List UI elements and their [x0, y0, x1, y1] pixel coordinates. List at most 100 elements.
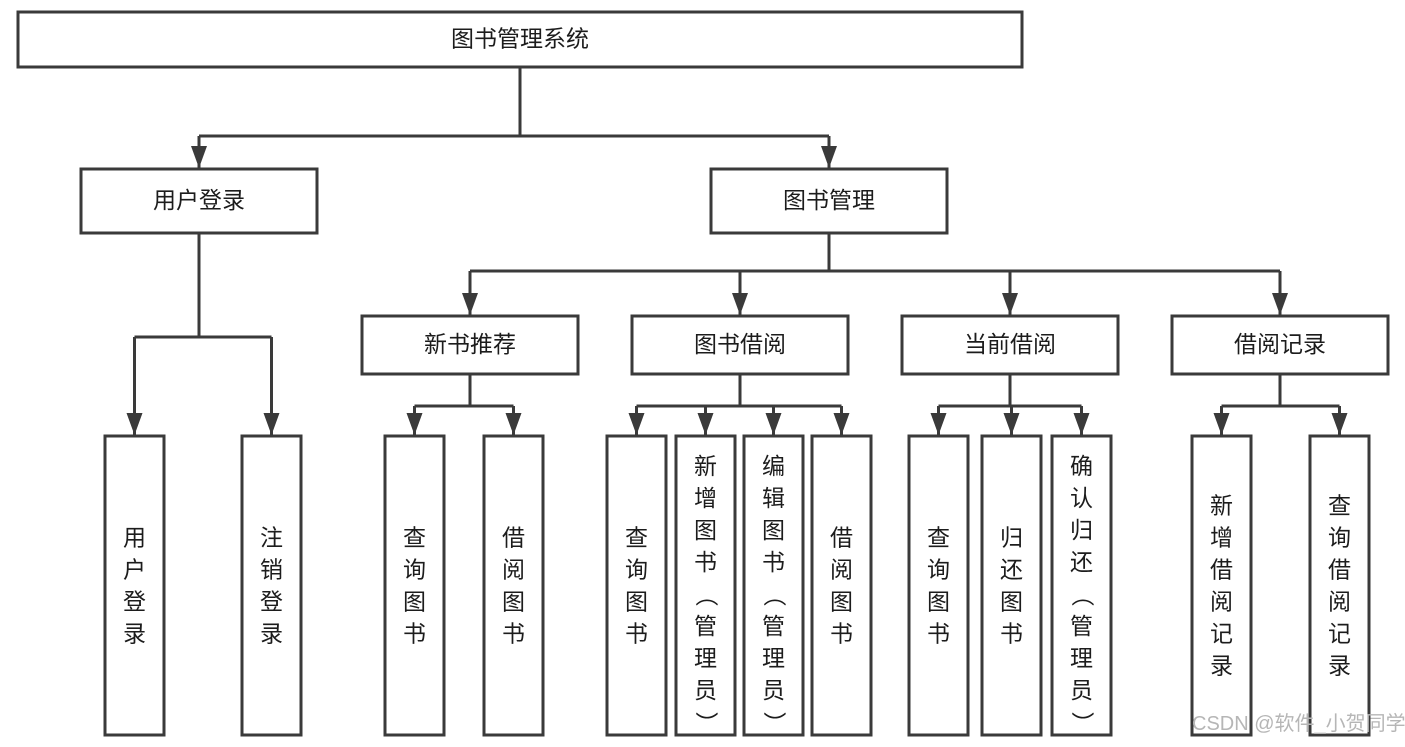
- node-label-char: 理: [694, 645, 717, 671]
- node-box-leaf-query-book-2: [605, 434, 668, 737]
- node-label-char: 记: [1328, 621, 1351, 647]
- node-label-char: 理: [1070, 645, 1093, 671]
- node-label-char: 阅: [830, 557, 853, 583]
- node-label-char: 注: [260, 525, 283, 551]
- csdn-watermark: CSDN @软件_小贺同学: [1192, 712, 1405, 735]
- node-box-leaf-return-book: [980, 434, 1043, 737]
- node-label-char: 书: [1000, 621, 1023, 647]
- arrow-head-icon: [697, 413, 714, 435]
- arrow-head-icon: [126, 413, 143, 435]
- node-label-root: 图书管理系统: [451, 26, 589, 52]
- node-current-borrow[interactable]: 当前借阅: [900, 314, 1120, 376]
- node-box-leaf-confirm-return-admin: [1050, 434, 1113, 737]
- node-label-borrow-record: 借阅记录: [1234, 331, 1326, 357]
- node-label-user-login: 用户登录: [153, 187, 245, 213]
- node-box-leaf-add-book-admin: [674, 434, 737, 737]
- node-box-book-borrow: [630, 314, 850, 376]
- node-label-char: 查: [625, 525, 648, 551]
- node-label-char: ）: [1070, 712, 1096, 735]
- node-label-char: 确: [1070, 453, 1093, 479]
- node-label-char: 记: [1210, 621, 1233, 647]
- node-box-leaf-borrow-book-1: [482, 434, 545, 737]
- node-label-char: 图: [762, 517, 785, 543]
- node-label-char: 录: [1210, 653, 1233, 679]
- node-box-user-login: [79, 167, 319, 235]
- node-label-char: 借: [1210, 557, 1233, 583]
- node-label-char: 用: [123, 525, 146, 551]
- node-box-current-borrow: [900, 314, 1120, 376]
- node-new-book-recommend[interactable]: 新书推荐: [360, 314, 580, 376]
- node-leaf-user-login[interactable]: 用户登录: [103, 434, 166, 737]
- node-label-char: 登: [123, 589, 146, 615]
- node-label-char: 户: [123, 557, 146, 583]
- node-box-leaf-add-borrow-record: [1190, 434, 1253, 737]
- node-label-char: 询: [927, 557, 950, 583]
- node-box-new-book-recommend: [360, 314, 580, 376]
- arrow-head-icon: [263, 413, 280, 435]
- node-label-char: 登: [260, 589, 283, 615]
- arrow-head-icon: [732, 293, 748, 315]
- arrow-head-icon: [1073, 413, 1090, 435]
- node-label-char: 书: [502, 621, 525, 647]
- node-label-char: 管: [694, 613, 717, 639]
- node-borrow-record[interactable]: 借阅记录: [1170, 314, 1390, 376]
- node-box-root: [16, 10, 1024, 69]
- arrow-head-icon: [833, 413, 850, 435]
- node-label-char: （: [762, 584, 788, 607]
- node-label-char: 销: [260, 557, 283, 583]
- node-label-char: 员: [762, 677, 785, 703]
- node-book-borrow[interactable]: 图书借阅: [630, 314, 850, 376]
- node-box-leaf-user-logout: [240, 434, 303, 737]
- node-box-leaf-query-borrow-record: [1308, 434, 1371, 737]
- arrow-head-icon: [505, 413, 522, 435]
- node-label-char: 归: [1000, 525, 1023, 551]
- node-label-char: 图: [927, 589, 950, 615]
- node-label-char: 借: [830, 525, 853, 551]
- node-box-book-management: [709, 167, 949, 235]
- node-label-char: 查: [927, 525, 950, 551]
- arrow-head-icon: [462, 293, 478, 315]
- node-book-management[interactable]: 图书管理: [709, 167, 949, 235]
- node-label-char: 借: [1328, 557, 1351, 583]
- node-label-char: 查: [403, 525, 426, 551]
- node-label-char: 录: [260, 621, 283, 647]
- node-label-char: （: [694, 584, 720, 607]
- arrow-head-icon: [765, 413, 782, 435]
- node-box-borrow-record: [1170, 314, 1390, 376]
- node-label-char: 录: [1328, 653, 1351, 679]
- connector-layer: [126, 67, 1348, 435]
- node-root[interactable]: 图书管理系统: [16, 10, 1024, 69]
- node-label-char: 书: [927, 621, 950, 647]
- arrow-head-icon: [1213, 413, 1230, 435]
- node-user-login[interactable]: 用户登录: [79, 167, 319, 235]
- node-label-char: 阅: [1328, 589, 1351, 615]
- node-label-char: 新: [1210, 493, 1233, 519]
- node-label-char: 询: [1328, 525, 1351, 551]
- node-label-char: ）: [762, 712, 788, 735]
- node-label-char: 图: [694, 517, 717, 543]
- node-label-char: 增: [1210, 525, 1233, 551]
- node-label-char: ）: [694, 712, 720, 735]
- node-label-char: 还: [1000, 557, 1023, 583]
- node-label-book-management: 图书管理: [783, 187, 875, 213]
- node-label-char: 图: [502, 589, 525, 615]
- node-box-leaf-query-book-1: [383, 434, 446, 737]
- node-label-char: 借: [502, 525, 525, 551]
- node-label-char: 管: [1070, 613, 1093, 639]
- arrow-head-icon: [406, 413, 423, 435]
- node-label-char: 理: [762, 645, 785, 671]
